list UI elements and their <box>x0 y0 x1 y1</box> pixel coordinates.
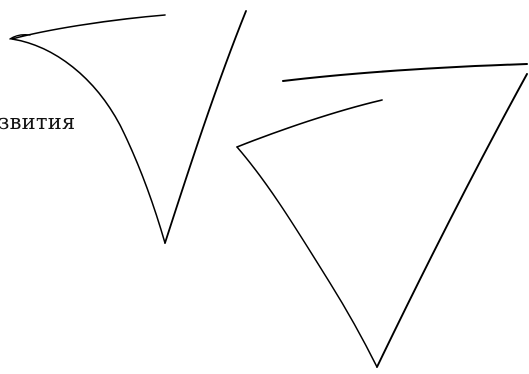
right-triangle-left-edge <box>237 147 377 367</box>
left-triangle-right-edge <box>165 11 246 243</box>
left-triangle-start-tick <box>10 35 30 39</box>
text-fragment: звития <box>0 112 75 133</box>
left-triangle-left-edge <box>12 39 165 243</box>
right-triangle-top-edge <box>283 64 527 81</box>
right-triangle-right-edge <box>377 74 527 367</box>
right-triangle-inner-edge <box>237 100 382 147</box>
left-triangle-top-edge <box>12 15 165 39</box>
right-triangle-stroke <box>237 64 527 367</box>
